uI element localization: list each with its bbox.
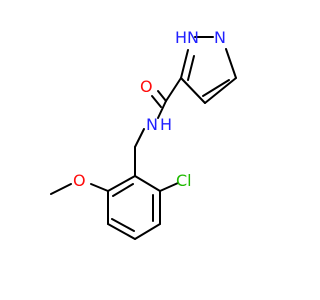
bond-ring-o bbox=[90, 183, 109, 192]
bond-r3-r4 bbox=[134, 223, 161, 240]
atom-n-ring: N bbox=[214, 28, 226, 47]
bond-r6-r1-double bbox=[112, 183, 134, 197]
bond-c4-c5 bbox=[180, 77, 206, 104]
bond-o-methyl bbox=[50, 183, 72, 195]
atom-o-methoxy: O bbox=[73, 171, 86, 190]
atom-h-ring: H bbox=[175, 28, 187, 47]
bond-c5-n1-double bbox=[187, 55, 195, 81]
bonds bbox=[50, 36, 237, 240]
bond-n2-c3 bbox=[225, 48, 237, 79]
bond-ring-cl bbox=[159, 182, 179, 192]
molecule-structure: H N N O N H Cl O bbox=[50, 28, 237, 240]
bond-carbonyl-o-double bbox=[151, 95, 162, 108]
atom-o-carbonyl: O bbox=[140, 77, 153, 96]
atom-nh-ring: N bbox=[187, 28, 199, 47]
bond-c3-c4 bbox=[204, 77, 237, 104]
atom-cl: Cl bbox=[176, 171, 192, 190]
bond-carbonyl-nh bbox=[157, 100, 167, 119]
bond-carbonyl-o bbox=[157, 90, 167, 102]
bond-r4-r5 bbox=[107, 223, 136, 240]
bond-c5-carbonyl bbox=[165, 77, 182, 102]
bond-r6-r1 bbox=[107, 175, 136, 192]
atom-nh-amide: N bbox=[146, 115, 158, 134]
bond-c3-c4-double bbox=[202, 79, 230, 97]
bond-r1-r2 bbox=[134, 175, 161, 192]
atom-h-amide: H bbox=[160, 115, 172, 134]
atom-labels: H N N O N H Cl O bbox=[73, 28, 226, 190]
bond-r4-r5-double bbox=[111, 218, 135, 232]
bond-nh-ch2 bbox=[134, 128, 145, 148]
bond-c5-n1 bbox=[180, 49, 189, 79]
